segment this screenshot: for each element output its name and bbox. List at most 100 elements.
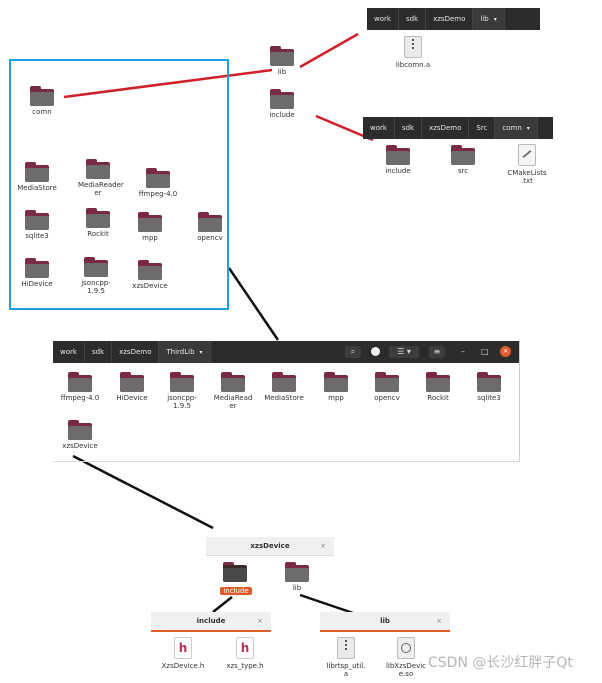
breadcrumb-sdk[interactable]: sdk [399, 8, 427, 30]
folder-name: include [220, 587, 252, 595]
folder-lib[interactable]: lib [262, 46, 302, 76]
folder-name: HiDevice [21, 280, 53, 288]
folder-name: opencv [197, 234, 223, 242]
file-cmakelists[interactable]: CMakeLists .txt [503, 144, 551, 185]
folder-icon [451, 145, 475, 165]
folder-jsoncpp[interactable]: jsoncpp- 1.9.5 [76, 257, 116, 295]
breadcrumb-work[interactable]: work [53, 341, 85, 363]
zip-archive-icon [404, 36, 422, 58]
breadcrumb-sdk[interactable]: sdk [395, 117, 423, 139]
breadcrumb-src[interactable]: Src [469, 117, 496, 139]
folder-opencv[interactable]: opencv [190, 212, 230, 242]
folder-xzsdevice[interactable]: xzsDevice [60, 420, 100, 450]
folder-icon [324, 372, 348, 392]
search-button[interactable]: ⌕ [345, 346, 361, 358]
folder-mediareader[interactable]: MediaReader er [78, 159, 124, 197]
folder-sqlite3[interactable]: sqlite3 [469, 372, 509, 402]
folder-mediastore[interactable]: MediaStore [264, 372, 304, 402]
folder-xzsdevice[interactable]: xzsDevice [130, 260, 170, 290]
folder-icon [170, 372, 194, 392]
file-libcomn[interactable]: libcomn.a [389, 36, 437, 69]
folder-mpp[interactable]: mpp [130, 212, 170, 242]
folder-icon [86, 208, 110, 228]
folder-ffmpeg[interactable]: ffmpeg-4.0 [60, 372, 100, 402]
script-file-icon [518, 144, 536, 166]
breadcrumb-xzsdemo[interactable]: xzsDemo [422, 117, 470, 139]
folder-rockit[interactable]: Rockit [418, 372, 458, 402]
list-view-button[interactable]: ☰ ▾ [389, 346, 419, 358]
file-librtsp-util[interactable]: librtsp_util. a [322, 637, 370, 678]
folder-comn[interactable]: comn [22, 86, 62, 116]
chevron-down-icon: ▾ [493, 16, 497, 23]
lib-window-titlebar: lib × [320, 612, 450, 632]
xzsdevice-window-titlebar: xzsDevice × [206, 537, 334, 556]
highlight-box [9, 59, 229, 310]
include-window-titlebar: include × [151, 612, 271, 632]
breadcrumb-lib[interactable]: lib▾ [473, 8, 505, 30]
close-icon[interactable]: × [320, 542, 326, 550]
maximize-button[interactable]: □ [481, 347, 489, 356]
breadcrumb-work[interactable]: work [363, 117, 395, 139]
folder-src[interactable]: src [443, 145, 483, 175]
file-xzs-type-h[interactable]: h xzs_type.h [221, 637, 269, 670]
folder-icon [86, 159, 110, 179]
folder-icon [25, 162, 49, 182]
file-xzsdevice-h[interactable]: h XzsDevice.h [159, 637, 207, 670]
thirdlib-window [53, 341, 520, 462]
folder-name: include [269, 111, 295, 119]
folder-mediareader[interactable]: MediaRead er [213, 372, 253, 410]
folder-include[interactable]: include [262, 89, 302, 119]
folder-name: include [385, 167, 411, 175]
folder-mpp[interactable]: mpp [316, 372, 356, 402]
close-icon[interactable]: × [257, 617, 263, 625]
folder-include[interactable]: include [216, 562, 256, 595]
folder-mediastore[interactable]: MediaStore [17, 162, 57, 192]
file-libxzsdevice-so[interactable]: libXzsDevic e.so [382, 637, 430, 678]
folder-ffmpeg[interactable]: ffmpeg-4.0 [138, 168, 178, 198]
folder-hidevice[interactable]: HiDevice [17, 258, 57, 288]
folder-icon [146, 168, 170, 188]
folder-icon [221, 372, 245, 392]
folder-icon [25, 258, 49, 278]
breadcrumb-work[interactable]: work [367, 8, 399, 30]
folder-include[interactable]: include [378, 145, 418, 175]
folder-icon [68, 420, 92, 440]
connector-line [63, 68, 273, 99]
folder-name: MediaStore [17, 184, 57, 192]
file-name: librtsp_util. a [326, 662, 366, 678]
folder-sqlite3[interactable]: sqlite3 [17, 210, 57, 240]
breadcrumb-thirdlib[interactable]: ThirdLib▾ [159, 341, 211, 363]
minimize-button[interactable]: – [461, 347, 465, 356]
file-name: libcomn.a [395, 61, 431, 69]
breadcrumb-sdk[interactable]: sdk [85, 341, 113, 363]
folder-icon [25, 210, 49, 230]
breadcrumb-comn[interactable]: comn▾ [495, 117, 538, 139]
folder-icon [270, 46, 294, 66]
folder-name: opencv [374, 394, 400, 402]
folder-lib[interactable]: lib [277, 562, 317, 592]
folder-jsoncpp[interactable]: jsoncpp- 1.9.5 [162, 372, 202, 410]
window-title: lib [380, 617, 390, 625]
file-name: libXzsDevic e.so [385, 662, 427, 678]
folder-name: ffmpeg-4.0 [138, 190, 178, 198]
file-name: XzsDevice.h [161, 662, 205, 670]
file-name: xzs_type.h [226, 662, 264, 670]
folder-opencv[interactable]: opencv [367, 372, 407, 402]
folder-name: lib [292, 584, 302, 592]
folder-icon [30, 86, 54, 106]
folder-icon [138, 260, 162, 280]
close-icon[interactable]: × [436, 617, 442, 625]
breadcrumb-xzsdemo[interactable]: xzsDemo [426, 8, 474, 30]
breadcrumb-xzsdemo[interactable]: xzsDemo [112, 341, 160, 363]
menu-button[interactable]: ≡ [429, 346, 445, 358]
connector-line [227, 267, 280, 341]
gear-icon [397, 637, 415, 659]
watermark: CSDN @长沙红胖子Qt [428, 655, 573, 671]
c-header-file-icon: h [174, 637, 192, 659]
folder-rockit[interactable]: Rockit [78, 208, 118, 238]
close-button[interactable]: × [500, 346, 511, 357]
options-button[interactable] [367, 346, 383, 358]
folder-hidevice[interactable]: HiDevice [112, 372, 152, 402]
folder-icon [138, 212, 162, 232]
